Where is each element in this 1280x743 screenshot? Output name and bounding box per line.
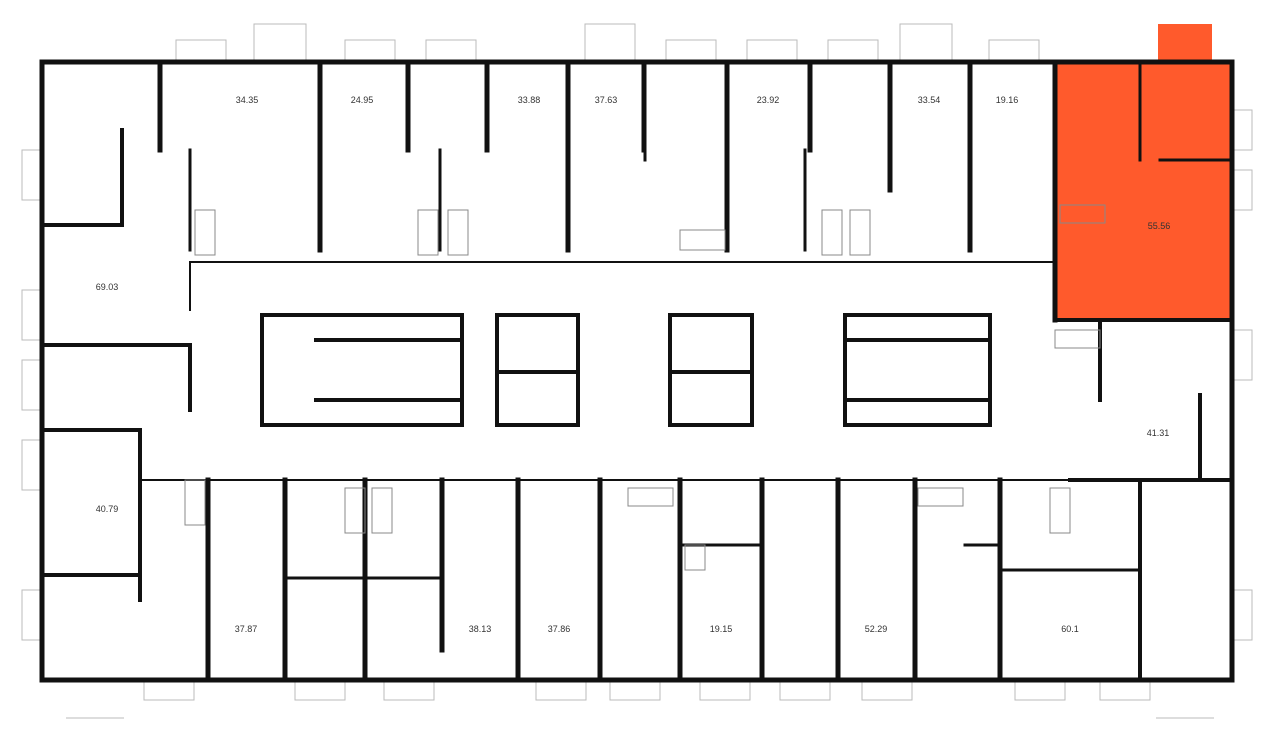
apartment-area-label[interactable]: 23.92 bbox=[757, 95, 780, 105]
apartment-area-label[interactable]: 19.16 bbox=[996, 95, 1019, 105]
apartment-area-label[interactable]: 37.63 bbox=[595, 95, 618, 105]
apartment-area-label[interactable]: 38.13 bbox=[469, 624, 492, 634]
apartment-area-label[interactable]: 69.03 bbox=[96, 282, 119, 292]
apartment-area-label[interactable]: 33.54 bbox=[918, 95, 941, 105]
apartment-area-label[interactable]: 37.87 bbox=[235, 624, 258, 634]
apartment-area-label[interactable]: 52.29 bbox=[865, 624, 888, 634]
walls bbox=[39, 59, 1235, 683]
apartment-area-label[interactable]: 60.1 bbox=[1061, 624, 1079, 634]
apartment-area-label[interactable]: 37.86 bbox=[548, 624, 571, 634]
highlight-fill bbox=[1055, 62, 1230, 320]
apartment-area-label[interactable]: 24.95 bbox=[351, 95, 374, 105]
apartment-area-label[interactable]: 40.79 bbox=[96, 504, 119, 514]
highlight-balcony bbox=[1158, 24, 1212, 64]
apartment-area-label[interactable]: 34.35 bbox=[236, 95, 259, 105]
apartment-area-label[interactable]: 19.15 bbox=[710, 624, 733, 634]
highlighted-apartment[interactable] bbox=[1055, 24, 1230, 320]
fixtures bbox=[184, 204, 1106, 571]
apartment-area-label[interactable]: 33.88 bbox=[518, 95, 541, 105]
area-labels: 34.35 24.95 33.88 37.63 23.92 33.54 19.1… bbox=[96, 95, 1171, 634]
apartment-area-label[interactable]: 41.31 bbox=[1147, 428, 1170, 438]
apartment-area-label[interactable]: 55.56 bbox=[1148, 221, 1171, 231]
